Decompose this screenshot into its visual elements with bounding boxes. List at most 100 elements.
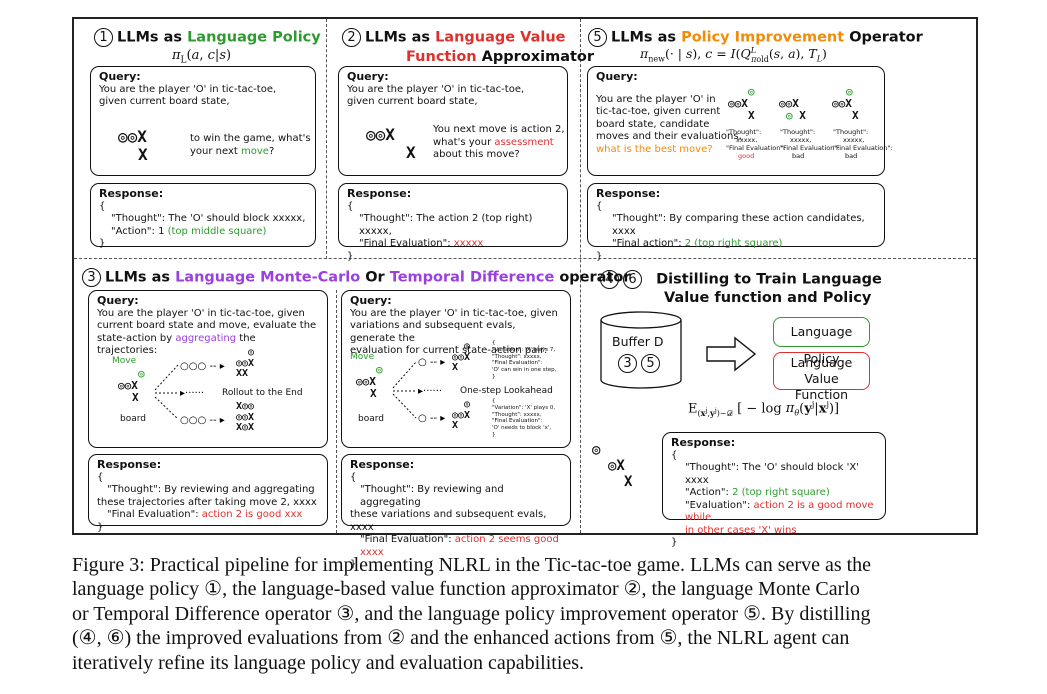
candidate-x: xxxxx,	[843, 136, 865, 144]
response-header: Response:	[350, 458, 415, 471]
panel3-var1-text: { "Variation": 'X' plays 7, "Thought": x…	[492, 340, 556, 381]
panel2-title-prefix: LLMs as	[365, 29, 436, 46]
panel2-query-box: Query: You are the player 'O' in tic-tac…	[338, 66, 568, 176]
candidate-eval: "Final Evaluation":	[780, 144, 840, 152]
panel3-right-query-box: Query: You are the player 'O' in tic-tac…	[341, 290, 571, 448]
language-policy-box: Language Policy	[773, 317, 870, 366]
resp-text: "Final Evaluation":	[107, 509, 202, 520]
var-line: "Variation": 'X' plays 0,	[492, 404, 556, 411]
candidate-eval-2: "Thought": xxxxx, "Final Evaluation": ba…	[780, 128, 840, 160]
var-line: {	[492, 340, 496, 346]
caption-line: (④, ⑥) the improved evaluations from ② a…	[72, 627, 850, 650]
var-line: "Thought": xxxxx,	[492, 411, 542, 418]
candidate-x: xxxxx,	[790, 136, 812, 144]
resp-highlight: 2 (top right square)	[732, 487, 830, 498]
query-side-move: move	[241, 145, 269, 157]
query-side-text: what's your	[433, 136, 495, 148]
response-header: Response:	[596, 187, 661, 200]
query-side-assessment: assessment	[494, 136, 554, 148]
panel1-title-prefix: LLMs as	[117, 29, 188, 46]
query-line: tic-tac-toe, given current	[596, 106, 721, 117]
query-text: state-action by	[97, 332, 176, 344]
var-line: }	[492, 373, 496, 380]
figure-caption: Figure 3: Practical pipeline for impleme…	[72, 553, 977, 675]
panel3-right-response-box: Response: { "Thought": By reviewing and …	[341, 454, 571, 570]
caption-line: iteratively refine its language policy a…	[72, 651, 585, 674]
panel2-response-box: Response: { "Thought": The action 2 (top…	[338, 183, 568, 262]
panel3-right-move-label: Move	[350, 352, 375, 362]
var-line: "Variation": 'X' plays 7,	[492, 346, 556, 353]
panel1-response-box: Response: { "Thought": The 'O' should bl…	[90, 183, 316, 249]
resp-line: "Thought": By reviewing and aggregating	[360, 484, 504, 508]
resp-line: in other cases 'X' wins	[685, 524, 797, 536]
panel1-query-box: Query: You are the player 'O' in tic-tac…	[90, 66, 316, 176]
divider-v2	[580, 19, 581, 533]
panel3-left-board-label: board	[120, 414, 146, 424]
resp-highlight: xxxxx	[453, 238, 484, 249]
divider-v3	[336, 290, 337, 533]
resp-brace: {	[97, 471, 104, 483]
panel2-title-highlight2: Function	[406, 48, 477, 65]
var-line: 'O' needs to block 'x',	[492, 425, 552, 432]
board-row: ◎◎X	[118, 127, 147, 146]
svg-text:○○○ -- ▸: ○○○ -- ▸	[180, 361, 225, 372]
query-header: Query:	[347, 70, 389, 83]
resp-brace: }	[347, 250, 354, 262]
buffer-cylinder	[600, 311, 682, 389]
query-side-line: to win the game, what's	[190, 133, 311, 144]
var-line: "Final Evaluation":	[492, 360, 543, 367]
resp-line: "Thought": By comparing these action can…	[612, 213, 865, 237]
resp-brace: {	[350, 471, 357, 483]
distill-arrow	[706, 336, 757, 372]
candidate-thought: "Thought":	[780, 128, 816, 136]
panel1-number: 1	[94, 28, 113, 47]
candidate-eval-1: "Thought": xxxxx, "Final Evaluation": go…	[726, 128, 786, 160]
candidate-verdict: bad	[792, 152, 805, 160]
query-header: Query:	[99, 70, 141, 83]
value-label-line1: Language Value	[790, 355, 853, 386]
response-header: Response:	[99, 187, 164, 200]
resp-text: "Final Evaluation":	[360, 534, 455, 545]
buffer-number-a: 3	[618, 354, 637, 373]
panel3-title-td: Temporal Difference	[389, 269, 555, 286]
query-side-line: about this move?	[433, 149, 520, 160]
response-header: Response:	[671, 436, 736, 449]
panel3-lookahead-label: One-step Lookahead	[460, 386, 553, 396]
panel1-query-side: to win the game, what's your next move?	[190, 133, 311, 158]
query-line: moves and their evaluations,	[596, 131, 742, 142]
resp-line: "Thought": The 'O' should block xxxxx,	[111, 213, 306, 224]
resp-brace: }	[97, 521, 104, 533]
panel2-title-suffix: Approximator	[476, 48, 595, 65]
resp-brace: }	[350, 559, 357, 570]
caption-line: or Temporal Difference operator ③, and t…	[72, 602, 871, 625]
resp-text: "Action":	[685, 487, 733, 498]
var-line: {	[492, 398, 496, 404]
svg-text:○ -- ▸: ○ -- ▸	[418, 413, 445, 424]
query-line: You are the player 'O' in tic-tac-toe,	[347, 83, 525, 95]
query-header: Query:	[350, 294, 392, 307]
resp-highlight: action 2 is a good move while	[685, 499, 874, 524]
resp-brace: }	[671, 537, 678, 548]
query-line: You are the player 'O' in tic-tac-toe, g…	[350, 307, 558, 319]
resp-brace: {	[596, 200, 603, 212]
query-line: current board state and move, evaluate t…	[97, 320, 317, 331]
panel5-title-suffix: Operator	[844, 29, 923, 46]
resp-text: "Final action":	[612, 238, 685, 249]
svg-text:○○○ -- ▸: ○○○ -- ▸	[180, 415, 225, 426]
resp-text: "Evaluation":	[685, 499, 754, 511]
panel3-left-arrows: ○○○ -- ▸ ▸······ ○○○ -- ▸	[154, 361, 225, 426]
candidate-eval: "Final Evaluation":	[726, 144, 786, 152]
var-line: "Final Evaluation":	[492, 418, 543, 425]
divider-h1	[74, 258, 976, 259]
